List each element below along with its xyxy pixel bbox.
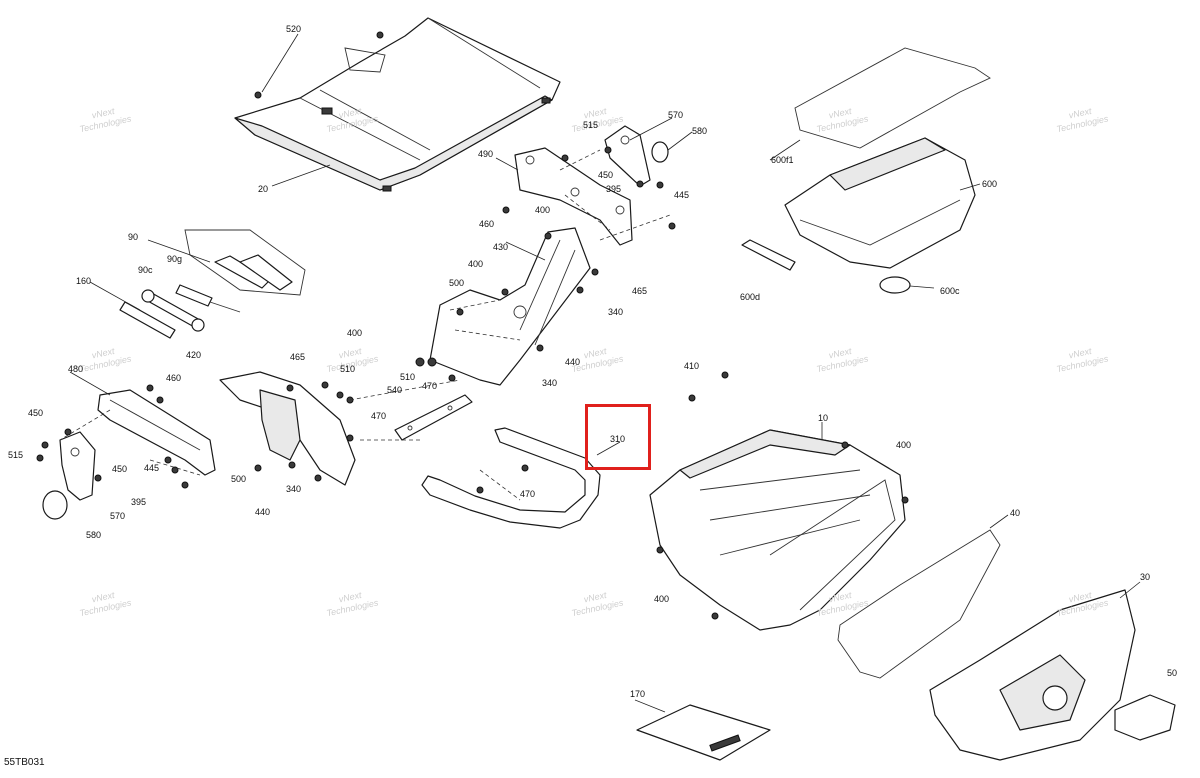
callout-label[interactable]: 430: [493, 242, 509, 252]
callout-label[interactable]: 570: [110, 511, 126, 521]
callout-label[interactable]: 20: [258, 184, 269, 194]
part-600d-handle: [741, 239, 796, 271]
callout-label[interactable]: 515: [8, 450, 24, 460]
callout-label[interactable]: 450: [112, 464, 128, 474]
callout-label[interactable]: 160: [76, 276, 92, 286]
diagram-code: 55TB031: [4, 757, 45, 768]
part-170-manual: [636, 704, 771, 761]
callout-label[interactable]: 170: [630, 689, 646, 699]
callout-label[interactable]: 50: [1167, 668, 1178, 678]
part-50-bracket: [1114, 694, 1176, 741]
callout-label[interactable]: 30: [1140, 572, 1151, 582]
callout-label[interactable]: 465: [632, 286, 648, 296]
callout-label[interactable]: 570: [668, 110, 684, 120]
callout-label[interactable]: 480: [68, 364, 84, 374]
callout-label[interactable]: 515: [583, 120, 599, 130]
callout-label[interactable]: 400: [654, 594, 670, 604]
callout-label[interactable]: 490: [478, 149, 494, 159]
callout-label[interactable]: 340: [608, 307, 624, 317]
callout-label[interactable]: 450: [28, 408, 44, 418]
part-570-hinge: [604, 125, 669, 187]
callout-label[interactable]: 600f1: [771, 155, 794, 165]
callout-label[interactable]: 400: [347, 328, 363, 338]
part-90g-screwdriver: [175, 284, 241, 313]
part-90-toolkit: [184, 229, 306, 296]
callout-label[interactable]: 310: [610, 434, 626, 444]
callout-label[interactable]: 510: [340, 364, 356, 374]
part-160-spanner: [119, 301, 176, 339]
callout-label[interactable]: 445: [144, 463, 160, 473]
callout-label[interactable]: 90c: [138, 265, 153, 275]
callout-label[interactable]: 10: [818, 413, 829, 423]
highlighted-callout-box: [585, 404, 651, 470]
callout-label[interactable]: 460: [166, 373, 182, 383]
callout-label[interactable]: 395: [606, 184, 622, 194]
callout-label[interactable]: 400: [535, 205, 551, 215]
part-10-box: [649, 429, 906, 631]
callout-label[interactable]: 90: [128, 232, 139, 242]
fasteners: [36, 31, 909, 620]
part-90c-wrench: [141, 289, 205, 332]
callout-label[interactable]: 540: [387, 385, 403, 395]
callout-label[interactable]: 90g: [167, 254, 183, 264]
part-600f1-gasket: [794, 47, 991, 149]
callout-label[interactable]: 450: [598, 170, 614, 180]
callout-label[interactable]: 420: [186, 350, 202, 360]
part-570-lower-hinge: [42, 431, 96, 520]
part-430-arm: [429, 227, 591, 386]
callout-label[interactable]: 465: [290, 352, 306, 362]
part-540-plate: [394, 394, 473, 441]
part-600c-latch: [879, 276, 911, 294]
part-310-bar: [421, 427, 601, 529]
callout-label[interactable]: 395: [131, 497, 147, 507]
part-20-tray: [234, 17, 561, 192]
callout-label[interactable]: 40: [1010, 508, 1021, 518]
callout-label[interactable]: 580: [692, 126, 708, 136]
leader-lines: [69, 33, 1141, 713]
callout-label[interactable]: 600: [982, 179, 998, 189]
callout-label[interactable]: 400: [468, 259, 484, 269]
callout-label[interactable]: 470: [422, 381, 438, 391]
callout-label[interactable]: 600c: [940, 286, 960, 296]
callout-label[interactable]: 340: [542, 378, 558, 388]
callout-label[interactable]: 510: [400, 372, 416, 382]
callout-label[interactable]: 410: [684, 361, 700, 371]
callout-label[interactable]: 445: [674, 190, 690, 200]
part-600-lid: [784, 137, 976, 269]
callout-label[interactable]: 600d: [740, 292, 761, 302]
part-30-cover: [929, 589, 1136, 761]
callout-label[interactable]: 470: [371, 411, 387, 421]
callout-label[interactable]: 520: [286, 24, 302, 34]
callout-label[interactable]: 440: [255, 507, 271, 517]
callout-label[interactable]: 500: [449, 278, 465, 288]
callout-label[interactable]: 500: [231, 474, 247, 484]
part-40-seal: [837, 529, 1001, 679]
part-480-bracket: [97, 389, 216, 476]
callout-label[interactable]: 400: [896, 440, 912, 450]
part-420-guard: [219, 371, 356, 486]
callout-label[interactable]: 460: [479, 219, 495, 229]
callout-label[interactable]: 440: [565, 357, 581, 367]
part-490-bracket: [514, 147, 633, 246]
callout-label[interactable]: 340: [286, 484, 302, 494]
callout-label[interactable]: 470: [520, 489, 536, 499]
assembly-lines: [59, 149, 671, 501]
callout-label[interactable]: 580: [86, 530, 102, 540]
